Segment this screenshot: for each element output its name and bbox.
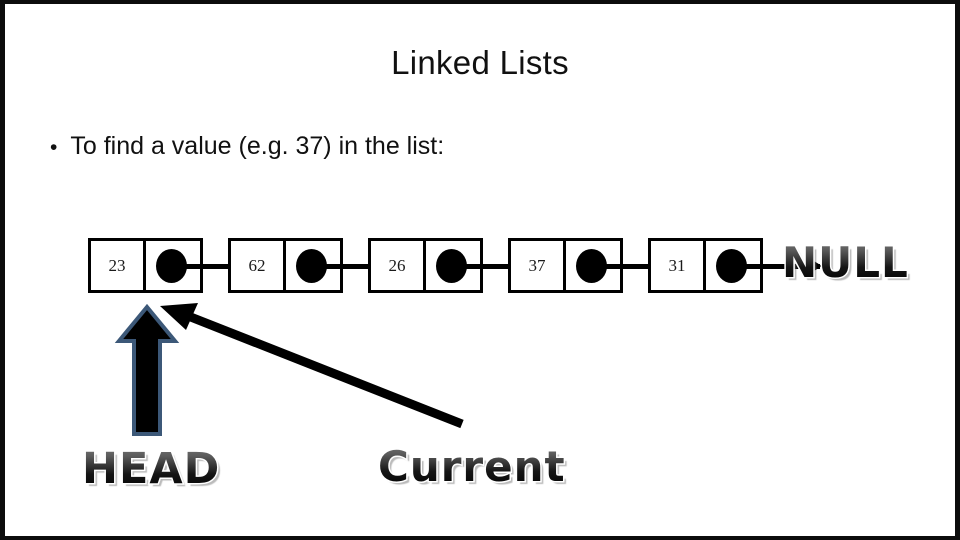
node-value: 37 — [511, 241, 566, 290]
next-pointer-arrow-icon — [603, 263, 675, 269]
current-label-text: Current — [378, 442, 566, 491]
list-node: 26 — [368, 238, 535, 293]
node-value: 31 — [651, 241, 706, 290]
current-label: Current Current — [377, 441, 567, 493]
pointer-dot-icon — [156, 248, 187, 283]
list-node: 31 — [648, 238, 820, 293]
head-label: HEAD HEAD — [80, 443, 221, 496]
node-value: 26 — [371, 241, 426, 290]
node-pointer-cell — [146, 241, 255, 290]
head-block-arrow-icon — [114, 303, 180, 436]
node-pointer-cell — [426, 241, 535, 290]
current-label-outline: Current — [377, 441, 567, 493]
null-label-text: NULL — [782, 238, 909, 287]
pointer-dot-icon — [576, 248, 607, 283]
next-pointer-arrow-icon — [743, 263, 820, 269]
list-node: 37 — [508, 238, 675, 293]
node-value: 23 — [91, 241, 146, 290]
page-title: Linked Lists — [391, 44, 569, 81]
list-node: 62 — [228, 238, 395, 293]
list-node: 23 — [88, 238, 255, 293]
bullet-item: • To find a value (e.g. 37) in the list: — [50, 132, 444, 161]
current-line-arrow-icon — [160, 303, 464, 429]
head-label-outline: HEAD — [80, 443, 220, 496]
next-pointer-arrow-icon — [183, 263, 255, 269]
pointer-dot-icon — [296, 248, 327, 283]
bullet-marker-icon: • — [50, 136, 58, 159]
next-pointer-arrow-icon — [463, 263, 535, 269]
pointer-dot-icon — [716, 248, 747, 283]
node-pointer-cell — [286, 241, 395, 290]
bullet-text: To find a value (e.g. 37) in the list: — [70, 132, 445, 160]
null-label-outline: NULL — [781, 237, 910, 289]
head-label-text: HEAD — [82, 444, 221, 494]
node-value: 62 — [231, 241, 286, 290]
pointer-dot-icon — [436, 248, 467, 283]
node-pointer-cell — [566, 241, 675, 290]
node-pointer-cell — [706, 241, 820, 290]
null-terminator-label: NULL NULL — [781, 237, 910, 289]
next-pointer-arrow-icon — [323, 263, 395, 269]
